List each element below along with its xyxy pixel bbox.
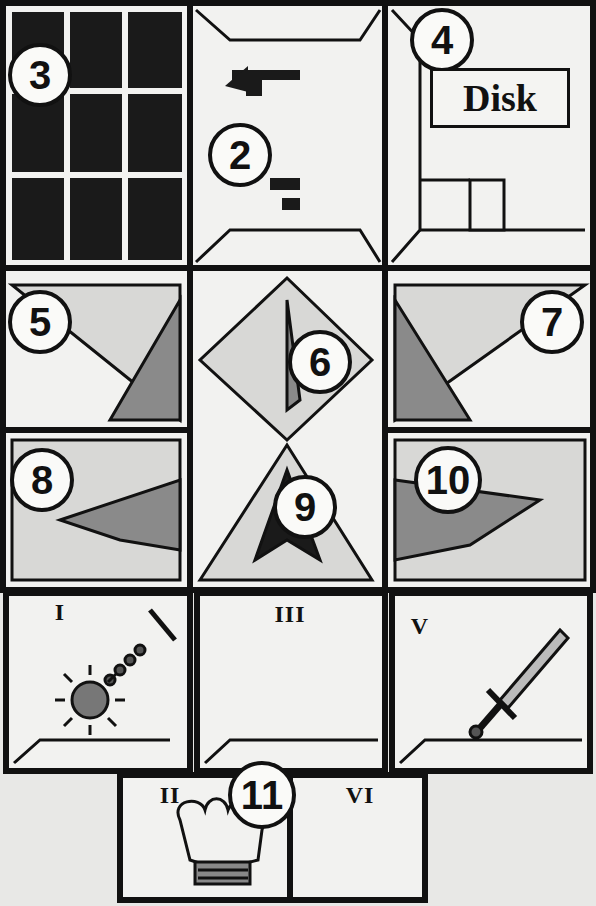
callout-number: 2 <box>229 135 251 175</box>
callout-number: 4 <box>431 20 453 60</box>
callout-number: 11 <box>241 775 283 815</box>
callout-number: 3 <box>29 55 51 95</box>
button-text: Disk <box>463 79 537 117</box>
callout-number: 9 <box>294 487 316 527</box>
slot-numeral: VI <box>346 783 375 807</box>
callout-number: 5 <box>29 302 51 342</box>
slot-numeral: I <box>55 600 65 624</box>
slot-numeral: II <box>160 783 181 807</box>
callout-number: 7 <box>541 302 563 342</box>
callout-number: 8 <box>31 460 53 500</box>
callout-number: 10 <box>426 460 471 500</box>
disk-button: Disk <box>430 68 570 128</box>
slot-numeral: V <box>411 614 429 638</box>
callout-number: 6 <box>309 342 331 382</box>
slot-numeral: III <box>274 602 305 626</box>
